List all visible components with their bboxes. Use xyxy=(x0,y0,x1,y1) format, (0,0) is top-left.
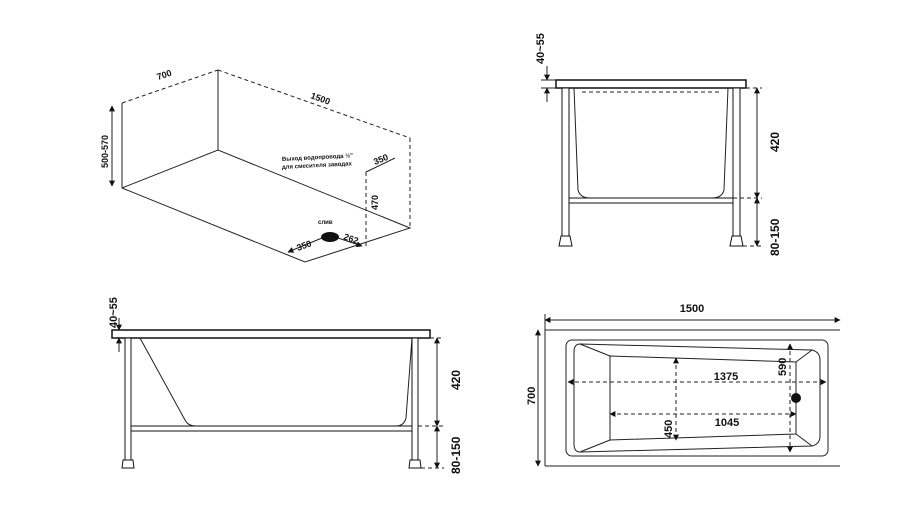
side-legs-label: 80-150 xyxy=(449,436,463,474)
top-tub-bottom xyxy=(609,355,797,441)
top-length-label: 1500 xyxy=(680,303,704,315)
front-legs-label: 80-150 xyxy=(768,218,782,256)
top-bottom-width-label: 450 xyxy=(663,420,675,438)
iso-water-note-1: Выход водопровода ½" xyxy=(282,152,354,163)
iso-drain-y-dim xyxy=(337,237,363,248)
top-corner-line-1 xyxy=(579,343,611,357)
side-height-label: 420 xyxy=(449,370,463,390)
front-view: 40~55 420 80-150 xyxy=(535,33,782,256)
side-rim-label: 40~55 xyxy=(108,297,120,328)
side-foot-right xyxy=(408,459,422,469)
side-rim xyxy=(111,329,431,339)
iso-water-note-2: для смесителя заводах xyxy=(282,161,353,171)
iso-top-width-line xyxy=(121,69,219,104)
front-leg-left xyxy=(561,87,570,237)
front-foot-right xyxy=(729,235,744,247)
front-rim xyxy=(555,79,747,89)
side-view: 40~55 420 80-150 xyxy=(108,297,463,474)
iso-width-label: 700 xyxy=(156,68,173,82)
iso-drain-y-label: 262 xyxy=(342,231,360,246)
iso-drain-label: слив xyxy=(318,220,333,226)
front-rim-label: 40~55 xyxy=(535,33,547,64)
top-drain-hole xyxy=(791,393,801,403)
front-tub-body xyxy=(573,87,729,199)
top-corner-line-2 xyxy=(579,439,611,453)
top-inner-width-label: 590 xyxy=(777,358,789,376)
iso-water-offset-label: 350 xyxy=(372,152,390,167)
side-leg-right xyxy=(411,337,419,461)
front-leg-right xyxy=(732,87,741,237)
iso-top-length-line xyxy=(217,69,411,139)
iso-drain-x-dim xyxy=(287,237,323,253)
iso-floor xyxy=(121,149,412,263)
iso-length-label: 1500 xyxy=(309,90,331,106)
top-corner-line-4 xyxy=(795,433,813,447)
side-foot-left xyxy=(121,459,135,469)
side-tub-body xyxy=(139,337,413,427)
top-corner-line-3 xyxy=(795,349,813,363)
top-width-label: 700 xyxy=(526,387,538,405)
top-view: 1500 700 1375 1045 590 450 xyxy=(526,303,841,467)
front-height-label: 420 xyxy=(768,132,782,152)
top-bottom-length-label: 1045 xyxy=(715,417,739,429)
side-crossbar xyxy=(130,425,413,432)
iso-drain-hole xyxy=(321,232,339,242)
iso-water-height-label: 470 xyxy=(370,195,380,210)
top-rim-inner xyxy=(565,339,829,457)
front-crossbar xyxy=(568,197,734,204)
iso-water-offset-line xyxy=(365,157,396,173)
iso-drain-x-label: 350 xyxy=(295,238,313,253)
iso-height-label: 500-570 xyxy=(100,135,110,168)
top-inner-length-label: 1375 xyxy=(714,371,738,383)
front-foot-left xyxy=(558,235,573,247)
side-leg-left xyxy=(124,337,132,461)
isometric-view: 500-570 700 1500 Выход водопровода ½" дл… xyxy=(100,68,412,263)
